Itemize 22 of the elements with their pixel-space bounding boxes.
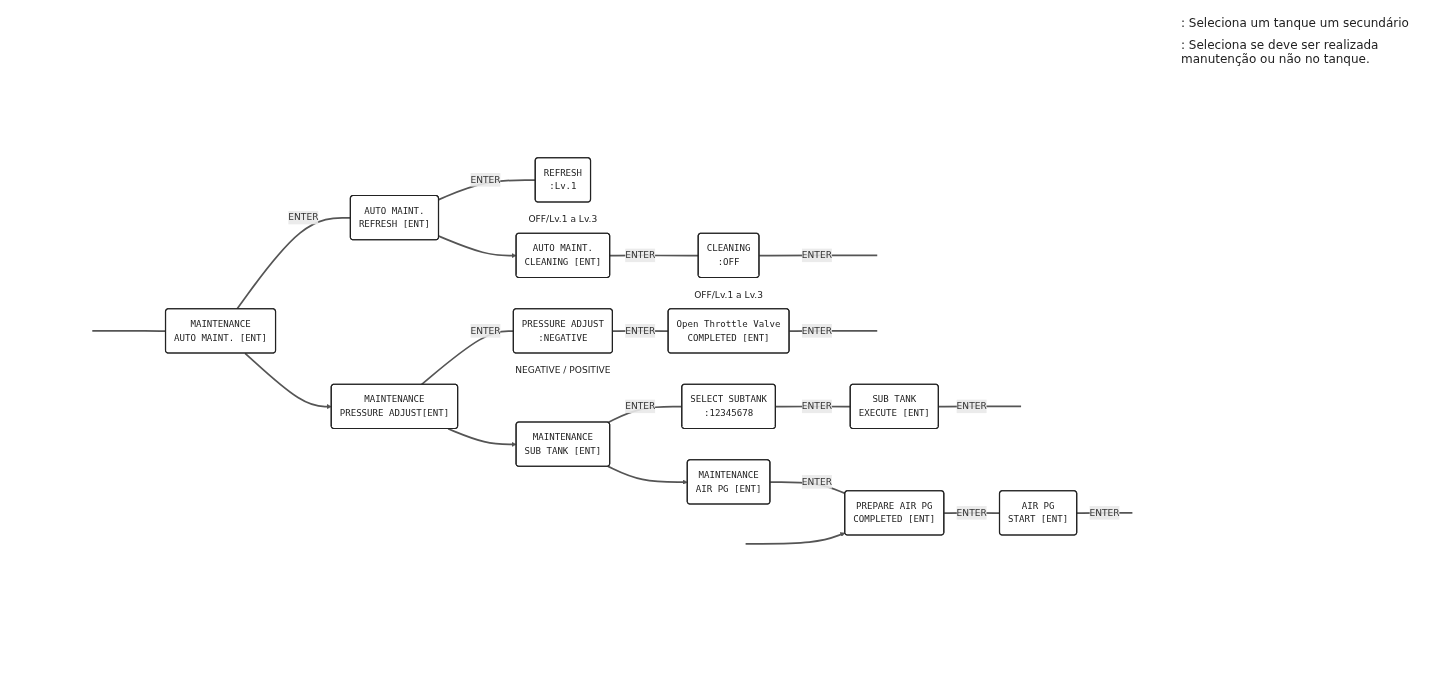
arrow xyxy=(244,352,332,410)
edge-label: ENTER xyxy=(801,400,832,412)
edge-label: ENTER xyxy=(1089,507,1120,518)
note-text: : Seleciona um tanque um secundário xyxy=(1181,16,1410,30)
edge-label: ENTER xyxy=(801,476,832,488)
arrow xyxy=(744,532,846,545)
arrow xyxy=(607,465,688,485)
arrow xyxy=(447,427,517,447)
edge-label: ENTER xyxy=(625,400,656,412)
node-label: OFF/Lv.1 a Lv.3 xyxy=(694,289,763,301)
edge-label: ENTER xyxy=(801,249,832,261)
edge-label: ENTER xyxy=(625,325,656,336)
edge-label: ENTER xyxy=(625,249,656,261)
node-label: OFF/Lv.1 a Lv.3 xyxy=(528,213,598,225)
note-text: : Seleciona se deve ser realizada manutenção ou não no tanque. xyxy=(1181,38,1380,66)
node-label: NEGATIVE / POSITIVE xyxy=(515,364,611,376)
edge-label: ENTER xyxy=(956,507,987,518)
edge-label: ENTER xyxy=(288,211,319,223)
edge-label: ENTER xyxy=(470,174,501,185)
edge-label: ENTER xyxy=(470,325,501,336)
edge-label: ENTER xyxy=(956,400,987,412)
edge-label: ENTER xyxy=(801,325,832,336)
